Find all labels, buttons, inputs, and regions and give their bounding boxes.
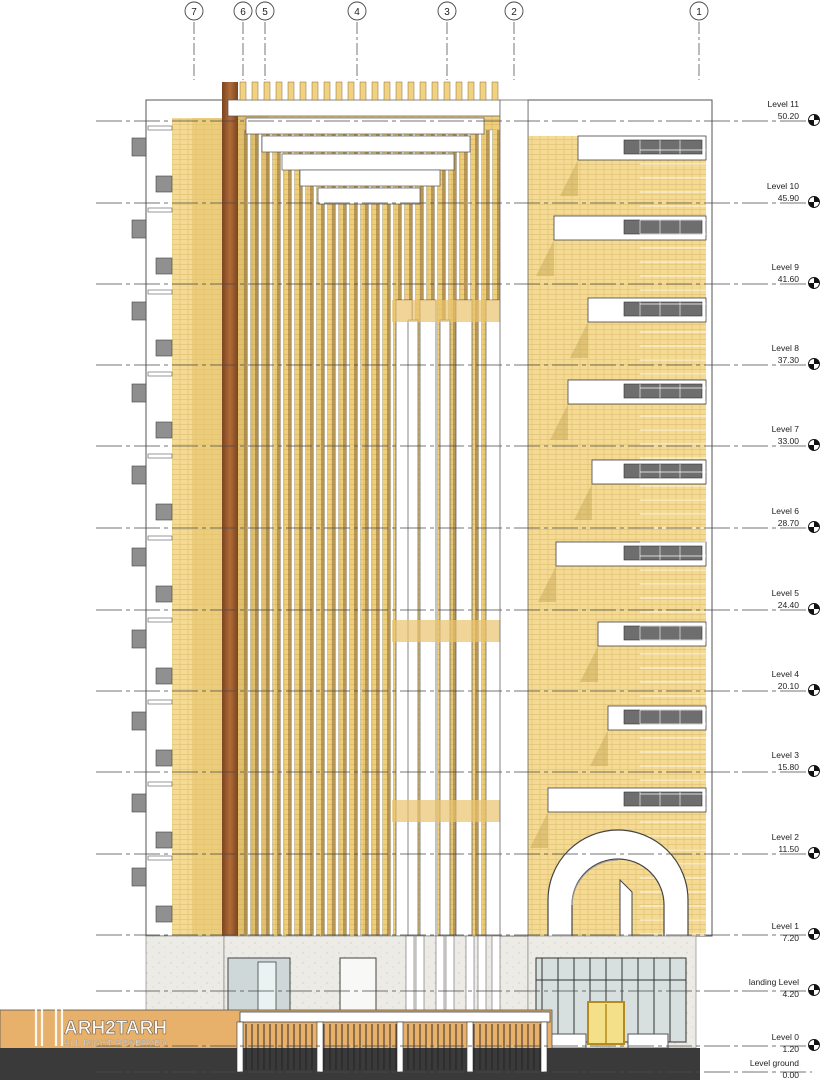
- level-name: Level 10: [767, 181, 799, 191]
- nested-frames: [227, 99, 503, 937]
- grid-label: 7: [191, 7, 197, 18]
- level-elevation: 28.70: [778, 518, 800, 528]
- level-marker-icon: [808, 984, 820, 996]
- watermark-logo: ARH2TARH ALL RIGHT RESERVED: [30, 1002, 167, 1048]
- window-boxes: [530, 135, 707, 935]
- grid-axes: 7 6 5 4 3 2 1: [184, 1, 709, 80]
- level-marker-icon: [808, 521, 820, 533]
- level-marker-icon: [808, 439, 820, 451]
- grid-bubble: [184, 1, 204, 21]
- level-elevation: 11.50: [778, 844, 799, 854]
- level-elevation: 1.20: [782, 1044, 799, 1054]
- level-marker-icon: [808, 847, 820, 859]
- level-marker-icon: [808, 358, 820, 370]
- grid-label: 3: [444, 7, 450, 18]
- entrance-arch: [547, 829, 689, 941]
- grid-bubble: [689, 1, 709, 21]
- level-elevation: 41.60: [778, 274, 800, 284]
- level-marker-icon: [808, 603, 820, 615]
- level-elevation: 37.30: [778, 355, 800, 365]
- grid-bubble: [347, 1, 367, 21]
- grid-label: 1: [696, 7, 702, 18]
- level-name: Level 0: [772, 1032, 800, 1042]
- grid-bubble: [437, 1, 457, 21]
- right-base: [527, 935, 697, 1049]
- level-name: Level 11: [767, 99, 799, 109]
- level-name: Level 2: [772, 832, 800, 842]
- level-elevation: 24.40: [778, 600, 800, 610]
- level-name: Level 4: [772, 669, 800, 679]
- level-elevation: 4.20: [782, 989, 799, 999]
- grid-label: 5: [262, 7, 268, 18]
- level-marker-icon: [808, 196, 820, 208]
- level-name: Level 8: [772, 343, 800, 353]
- level-name: Level 7: [772, 424, 800, 434]
- grid-label: 6: [240, 7, 246, 18]
- level-elevation: 50.20: [778, 111, 800, 121]
- grid-label: 4: [354, 7, 360, 18]
- level-name: Level 5: [772, 588, 800, 598]
- grid-bubble: [504, 1, 524, 21]
- level-marker-icon: [808, 114, 820, 126]
- left-wing-balconies: [131, 125, 173, 923]
- grid-label: 2: [511, 7, 517, 18]
- level-elevation: 33.00: [778, 436, 800, 446]
- level-name: Level 6: [772, 506, 800, 516]
- podium-fence: [0, 1009, 700, 1080]
- level-lines: [96, 120, 812, 1073]
- copper-cladding-strip: [222, 82, 238, 936]
- level-name: Level ground: [750, 1058, 799, 1068]
- roof-battens: [239, 81, 499, 101]
- level-marker-icon: [808, 684, 820, 696]
- level-elevation: 45.90: [778, 193, 800, 203]
- level-elevation: 15.80: [778, 762, 800, 772]
- level-elevation: 0.00: [782, 1070, 799, 1080]
- level-name: landing Level: [749, 977, 799, 987]
- level-name: Level 3: [772, 750, 800, 760]
- level-name: Level 9: [772, 262, 800, 272]
- grid-bubble: [255, 1, 275, 21]
- level-name: Level 1: [772, 921, 800, 931]
- grid-bubble: [233, 1, 253, 21]
- level-marker-icon: [808, 928, 820, 940]
- level-elevation: 20.10: [778, 681, 800, 691]
- level-marker-icon: [808, 765, 820, 777]
- watermark-brand: ARH2TARH: [64, 1018, 167, 1039]
- level-marker-icon: [808, 277, 820, 289]
- level-marker-icon: [808, 1039, 820, 1051]
- level-elevation: 7.20: [782, 933, 799, 943]
- watermark-tagline: ALL RIGHT RESERVED: [64, 1038, 167, 1048]
